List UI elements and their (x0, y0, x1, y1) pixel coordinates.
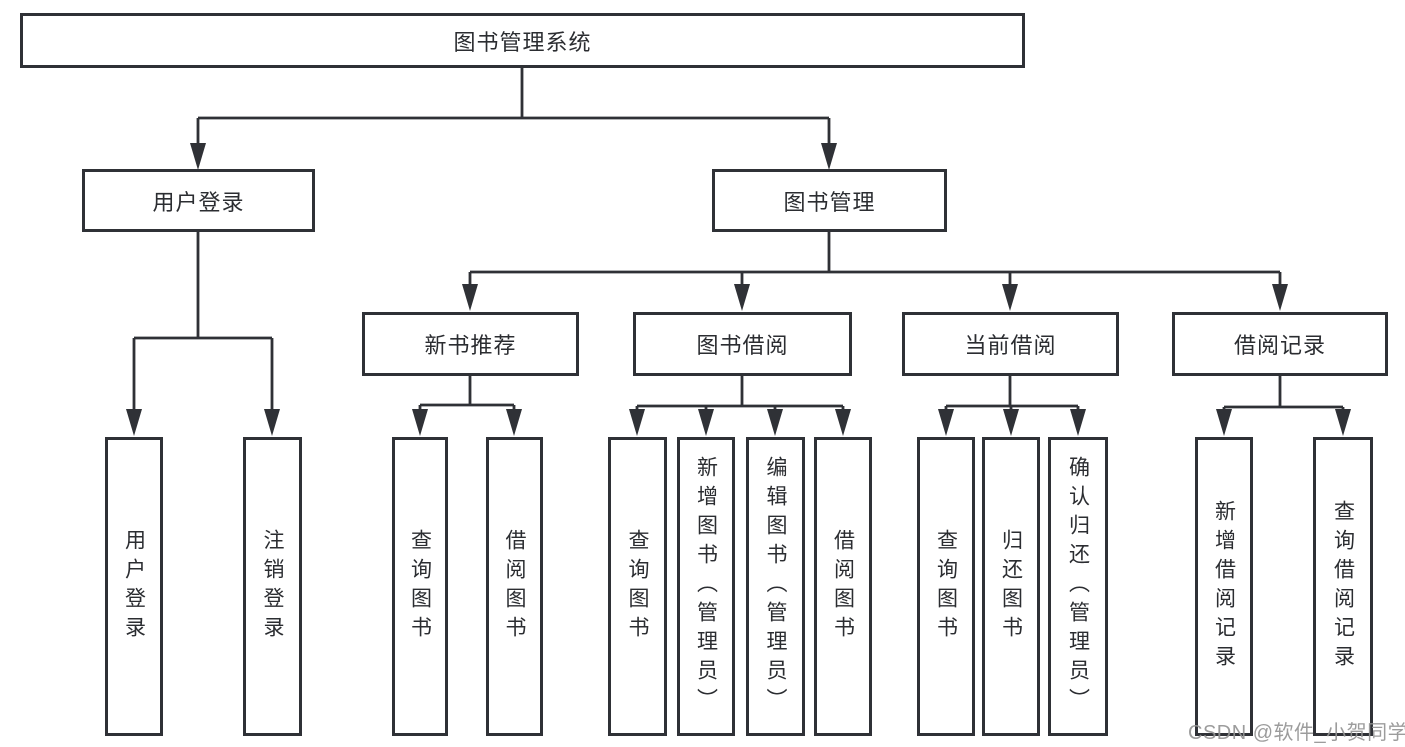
leaf-rec-borrow-books: 借阅图书 (486, 437, 543, 736)
node-book-borrow: 图书借阅 (633, 312, 852, 376)
leaf-cb-query-books: 查询图书 (917, 437, 975, 736)
leaf-br-add-record: 新增借阅记录 (1195, 437, 1253, 736)
node-user-login: 用户登录 (82, 169, 315, 232)
csdn-watermark: CSDN @软件_小贺同学 (1188, 722, 1405, 744)
leaf-bb-edit-books-admin: 编辑图书（管理员） (746, 437, 805, 736)
node-new-book-recommend: 新书推荐 (362, 312, 579, 376)
leaf-bb-query-books: 查询图书 (608, 437, 667, 736)
leaf-cb-confirm-return-admin: 确认归还（管理员） (1048, 437, 1108, 736)
node-book-management: 图书管理 (712, 169, 947, 232)
leaf-br-query-record: 查询借阅记录 (1313, 437, 1373, 736)
node-library-system: 图书管理系统 (20, 13, 1025, 68)
leaf-bb-add-books-admin: 新增图书（管理员） (677, 437, 735, 736)
leaf-rec-query-books: 查询图书 (392, 437, 448, 736)
leaf-logout: 注销登录 (243, 437, 302, 736)
leaf-bb-borrow-books: 借阅图书 (814, 437, 872, 736)
node-current-borrow: 当前借阅 (902, 312, 1119, 376)
leaf-user-login: 用户登录 (105, 437, 163, 736)
leaf-cb-return-books: 归还图书 (982, 437, 1040, 736)
arrowheads (126, 143, 1351, 436)
node-borrow-records: 借阅记录 (1172, 312, 1388, 376)
